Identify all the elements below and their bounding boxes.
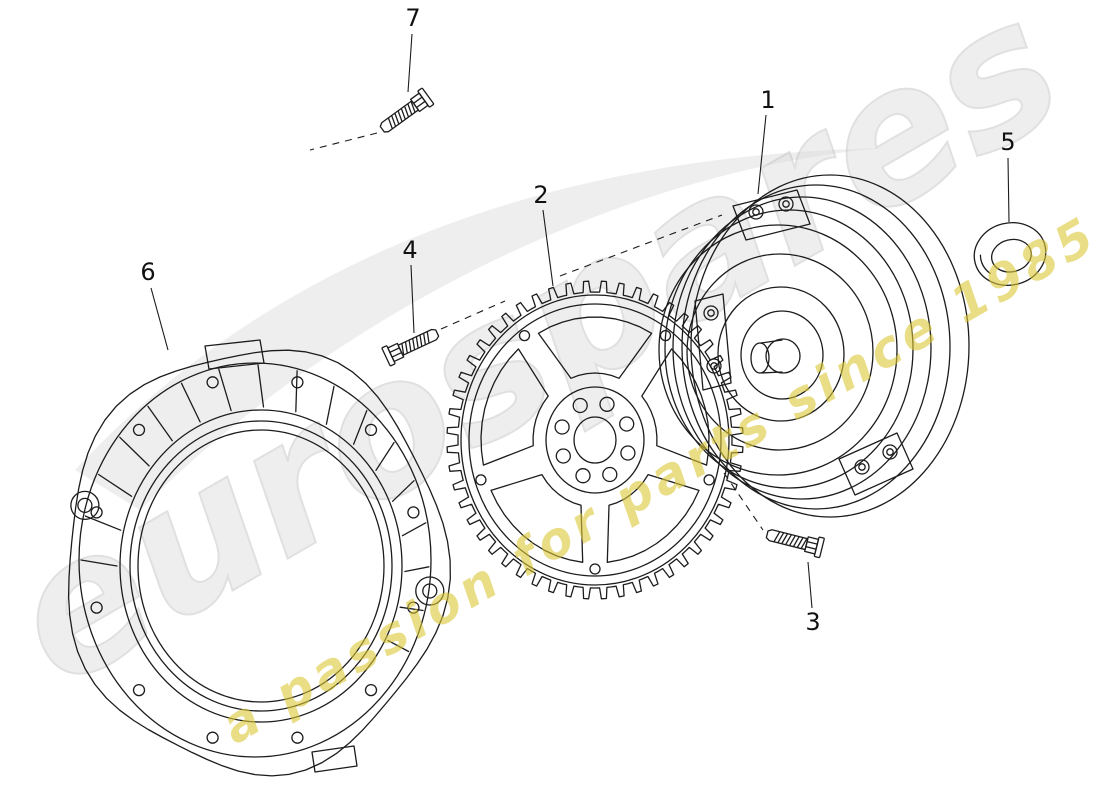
leader-line-1 (757, 114, 767, 195)
watermark-swoosh (75, 148, 885, 510)
converter-housing-tabs (204, 339, 358, 773)
converter-housing (67, 349, 451, 777)
part-label-5: 5 (1000, 128, 1016, 223)
assembly-dashed-lines (309, 132, 764, 531)
leader-line-3 (807, 561, 813, 609)
leader-line-5 (1007, 157, 1010, 223)
part-number-5: 5 (1000, 128, 1015, 156)
part-label-4: 4 (402, 236, 418, 334)
part-label-6: 6 (140, 258, 169, 351)
part-number-3: 3 (805, 608, 820, 636)
part-label-2: 2 (533, 181, 554, 287)
leader-line-2 (542, 209, 554, 287)
leader-line-6 (150, 287, 169, 351)
part-number-7: 7 (405, 4, 420, 32)
part-number-1: 1 (760, 86, 775, 114)
part-label-7: 7 (405, 4, 421, 93)
part-number-2: 2 (533, 181, 548, 209)
part-number-4: 4 (402, 236, 417, 264)
torque-converter (658, 174, 970, 518)
sealing-ring (973, 222, 1047, 286)
bolt-3 (764, 523, 826, 559)
part-number-6: 6 (140, 258, 155, 286)
bolt-7 (375, 87, 435, 138)
leader-line-7 (407, 33, 413, 93)
part-label-1: 1 (757, 86, 776, 195)
part-label-3: 3 (805, 561, 821, 636)
leader-line-4 (410, 264, 415, 334)
